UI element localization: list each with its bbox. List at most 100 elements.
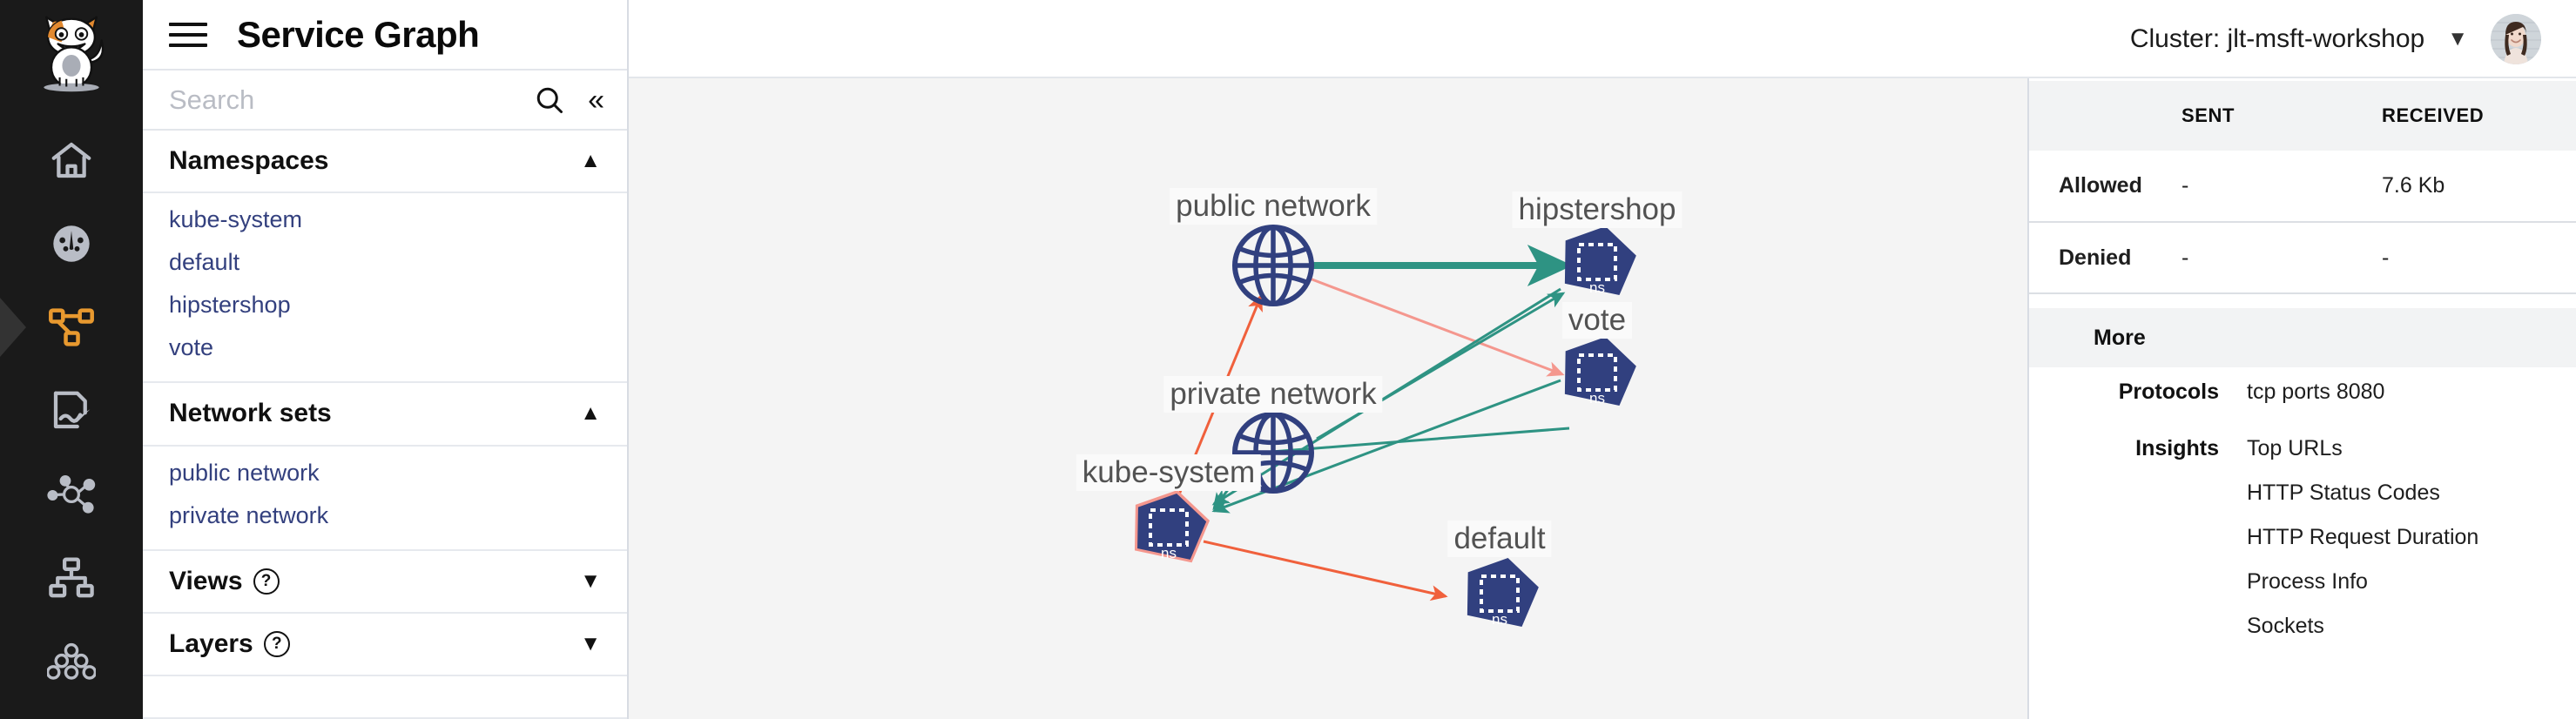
node-label-private-network: private network [1163, 376, 1383, 413]
insight-http-status-codes[interactable]: HTTP Status Codes [2247, 480, 2440, 505]
header-right: Cluster: jlt-msft-workshop ▼ [2130, 0, 2541, 78]
insight-top-urls[interactable]: Top URLs [2247, 436, 2343, 460]
hamburger-icon[interactable] [169, 16, 207, 54]
table-row: Denied - - [2029, 222, 2576, 294]
node-hipstershop: ns [1564, 226, 1636, 296]
svg-text:ns: ns [1589, 390, 1605, 407]
svg-text:ns: ns [1492, 611, 1507, 628]
help-icon[interactable]: ? [263, 630, 290, 657]
chevron-down-icon[interactable]: ▼ [580, 568, 601, 593]
node-vote: ns [1564, 337, 1636, 407]
app-header: Service Graph [143, 0, 627, 71]
policies-document-icon [48, 387, 95, 434]
graph-canvas[interactable]: ns ns ns [629, 80, 2027, 719]
insight-sockets[interactable]: Sockets [2247, 614, 2324, 638]
group-title: Layers [169, 628, 253, 658]
node-kube-system: ns [1134, 490, 1210, 563]
cluster-selector-label[interactable]: Cluster: jlt-msft-workshop [2129, 24, 2425, 53]
denied-sent: - [2182, 222, 2382, 294]
insights-label: Insights [2135, 436, 2219, 460]
header-strip [629, 0, 2576, 78]
sidebar-item-kube-system[interactable]: kube-system [169, 206, 303, 233]
group-header-network-sets[interactable]: Network sets ▲ [143, 383, 627, 447]
edge-private-network-kube-system [1237, 427, 1570, 456]
search-input[interactable] [169, 84, 535, 116]
insight-process-info[interactable]: Process Info [2247, 569, 2368, 594]
sidebar-item-policies[interactable] [0, 369, 143, 453]
col-received: RECEIVED [2382, 81, 2576, 151]
row-label-allowed: Allowed [2029, 151, 2182, 223]
protocols-row: Protocols tcp ports 8080 [2029, 367, 2576, 424]
edge-public-network-vote [1309, 277, 1565, 377]
chevron-down-icon[interactable]: ▼ [2447, 27, 2468, 50]
protocols-label: Protocols [2118, 380, 2219, 404]
group-title: Views [169, 566, 243, 595]
sidebar-item-default[interactable]: default [169, 249, 240, 276]
node-label-hipstershop: hipstershop [1512, 192, 1682, 228]
icon-rail [0, 0, 143, 719]
nodes-network-icon [47, 474, 96, 514]
sidebar-item-public-network[interactable]: public network [169, 459, 320, 486]
row-label-denied: Denied [2029, 222, 2182, 294]
search-icon[interactable] [534, 84, 565, 116]
graph-svg: ns ns ns [1134, 225, 1636, 628]
cluster-dots-icon [47, 642, 96, 682]
group-header-layers[interactable]: Layers ? ▼ [143, 614, 627, 677]
left-panel: Service Graph « Namespaces ▲ kube-system… [143, 0, 629, 719]
sidebar-item-home[interactable] [0, 118, 143, 202]
svg-text:ns: ns [1161, 545, 1177, 561]
svg-text:ns: ns [1589, 279, 1605, 296]
graph-area: Namespaces from 15 minutes to 0 minutes … [629, 0, 2027, 719]
insights-row: Insights Top URLs HTTP Status Codes HTTP… [2029, 424, 2576, 658]
group-header-views[interactable]: Views ? ▼ [143, 551, 627, 614]
node-label-vote: vote [1561, 302, 1633, 339]
chevron-up-icon[interactable]: ▲ [580, 149, 601, 173]
hierarchy-tree-icon [48, 556, 95, 600]
dashboard-gauge-icon [48, 220, 95, 267]
sidebar-item-vote[interactable]: vote [169, 334, 214, 361]
details-panel: » public network » hipstershop SENT RECE… [2027, 0, 2576, 719]
insight-http-request-duration[interactable]: HTTP Request Duration [2247, 525, 2479, 549]
traffic-table: SENT RECEIVED Allowed - 7.6 Kb Denied - … [2029, 81, 2576, 294]
more-section-header[interactable]: More [2029, 308, 2576, 367]
table-row: Allowed - 7.6 Kb [2029, 151, 2576, 223]
sidebar-item-cluster[interactable] [0, 620, 143, 703]
collapse-left-icon[interactable]: « [588, 83, 604, 117]
allowed-received: 7.6 Kb [2382, 151, 2576, 223]
col-sent: SENT [2182, 81, 2382, 151]
node-label-public-network: public network [1170, 188, 1377, 225]
sidebar-item-private-network[interactable]: private network [169, 501, 329, 528]
page-title: Service Graph [237, 13, 480, 55]
table-header-row: SENT RECEIVED [2029, 81, 2576, 151]
service-graph-icon [47, 306, 96, 349]
group-header-namespaces[interactable]: Namespaces ▲ [143, 131, 627, 194]
node-private-network [1232, 412, 1314, 494]
graph-nodes: ns ns ns [1134, 225, 1636, 628]
group-body-namespaces: kube-system default hipstershop vote [143, 193, 627, 384]
sidebar-item-hierarchy[interactable] [0, 536, 143, 620]
home-icon [48, 137, 95, 184]
node-default: ns [1467, 558, 1539, 628]
chevron-up-icon[interactable]: ▲ [580, 401, 601, 426]
allowed-sent: - [2182, 151, 2382, 223]
group-body-network-sets: public network private network [143, 447, 627, 551]
group-title: Namespaces [169, 146, 329, 176]
cat-logo[interactable] [30, 12, 113, 96]
sidebar-item-service-graph[interactable] [0, 286, 143, 369]
denied-received: - [2382, 222, 2576, 294]
node-label-default: default [1447, 521, 1552, 557]
sidebar-item-hipstershop[interactable]: hipstershop [169, 292, 291, 319]
edge-kube-system-default [1203, 540, 1448, 601]
node-public-network [1232, 225, 1314, 306]
col-blank [2029, 81, 2182, 151]
panel-filler [143, 676, 627, 719]
sidebar-item-dashboard[interactable] [0, 202, 143, 286]
protocols-value: tcp ports 8080 [2247, 380, 2385, 404]
sidebar-item-nodes[interactable] [0, 453, 143, 536]
group-title: Network sets [169, 399, 332, 428]
avatar[interactable] [2491, 14, 2541, 64]
chevron-down-icon[interactable]: ▼ [580, 631, 601, 655]
help-icon[interactable]: ? [253, 568, 280, 595]
search-bar: « [143, 71, 627, 131]
node-label-kube-system: kube-system [1076, 454, 1262, 491]
